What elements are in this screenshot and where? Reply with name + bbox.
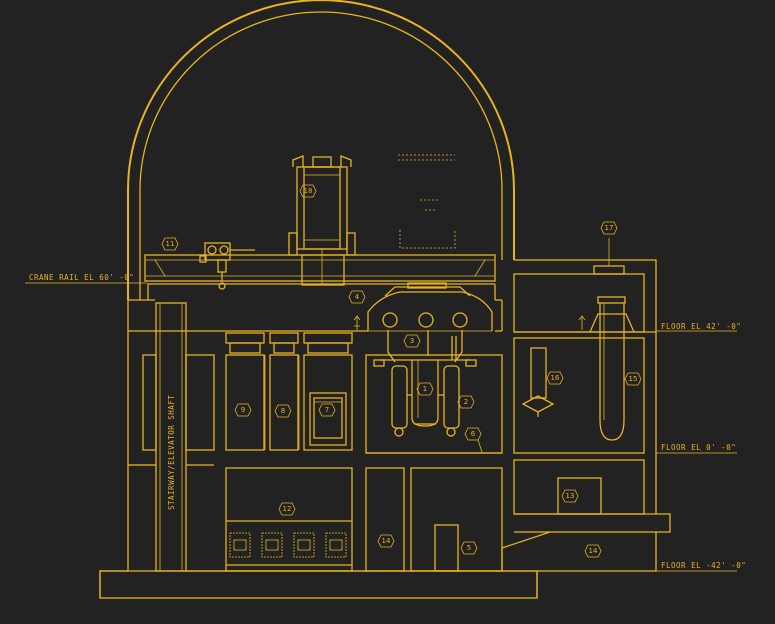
callout-11: 11 xyxy=(161,237,179,251)
svg-text:2: 2 xyxy=(464,398,468,406)
polar-crane xyxy=(144,242,496,290)
containment-dome xyxy=(127,0,515,300)
callout-14-annex: 14 xyxy=(584,544,602,558)
callout-8: 8 xyxy=(274,404,292,418)
svg-text:4: 4 xyxy=(355,293,360,301)
reactor-head-assembly xyxy=(367,282,493,332)
lower-level-rooms xyxy=(128,464,537,572)
svg-text:11: 11 xyxy=(166,240,175,248)
callout-3: 3 xyxy=(403,334,421,348)
callout-1: 1 xyxy=(416,382,434,396)
elevation-markers xyxy=(25,282,737,572)
svg-text:17: 17 xyxy=(605,224,614,232)
callout-7: 7 xyxy=(318,403,336,417)
callout-5: 5 xyxy=(460,541,478,555)
callout-13: 13 xyxy=(561,489,579,503)
reactor-room xyxy=(365,330,503,454)
crane-rail-elevation-label: CRANE RAIL EL 60' -0" xyxy=(29,273,134,282)
svg-text:7: 7 xyxy=(325,406,329,414)
svg-text:3: 3 xyxy=(410,337,414,345)
callout-17: 17 xyxy=(600,221,618,235)
fuel-handling-building xyxy=(501,238,671,572)
callout-12: 12 xyxy=(278,502,296,516)
foundation xyxy=(99,300,538,599)
stairway-label: STAIRWAY/ELEVATOR SHAFT xyxy=(167,395,176,510)
floor-neg42-elevation-label: FLOOR EL -42' -0" xyxy=(661,561,746,570)
faint-equipment-outline xyxy=(398,154,456,249)
stairway-elevator-shaft: STAIRWAY/ELEVATOR SHAFT xyxy=(155,302,187,572)
svg-text:5: 5 xyxy=(467,544,471,552)
svg-text:18: 18 xyxy=(304,187,313,195)
svg-text:6: 6 xyxy=(471,430,476,438)
middle-level-rooms xyxy=(142,332,353,466)
svg-text:8: 8 xyxy=(281,407,285,415)
svg-text:9: 9 xyxy=(241,406,245,414)
svg-text:13: 13 xyxy=(566,492,575,500)
callout-18: 18 xyxy=(299,184,317,198)
operating-floor xyxy=(128,283,503,332)
floor-42-elevation-label: FLOOR EL 42' -0" xyxy=(661,322,741,331)
svg-text:12: 12 xyxy=(283,505,292,513)
callout-15: 15 xyxy=(624,372,642,386)
floor-0-elevation-label: FLOOR EL 0' -0" xyxy=(661,443,736,452)
svg-text:14: 14 xyxy=(382,537,391,545)
svg-text:16: 16 xyxy=(551,374,560,382)
callout-4: 4 xyxy=(348,290,366,304)
callout-16: 16 xyxy=(546,371,564,385)
callout-2: 2 xyxy=(457,395,475,409)
refueling-machine xyxy=(288,155,356,286)
callout-6: 6 xyxy=(464,427,482,441)
callout-9: 9 xyxy=(234,403,252,417)
svg-text:14: 14 xyxy=(589,547,598,555)
svg-text:15: 15 xyxy=(629,375,638,383)
callout-14-lower: 14 xyxy=(377,534,395,548)
svg-text:1: 1 xyxy=(423,385,427,393)
